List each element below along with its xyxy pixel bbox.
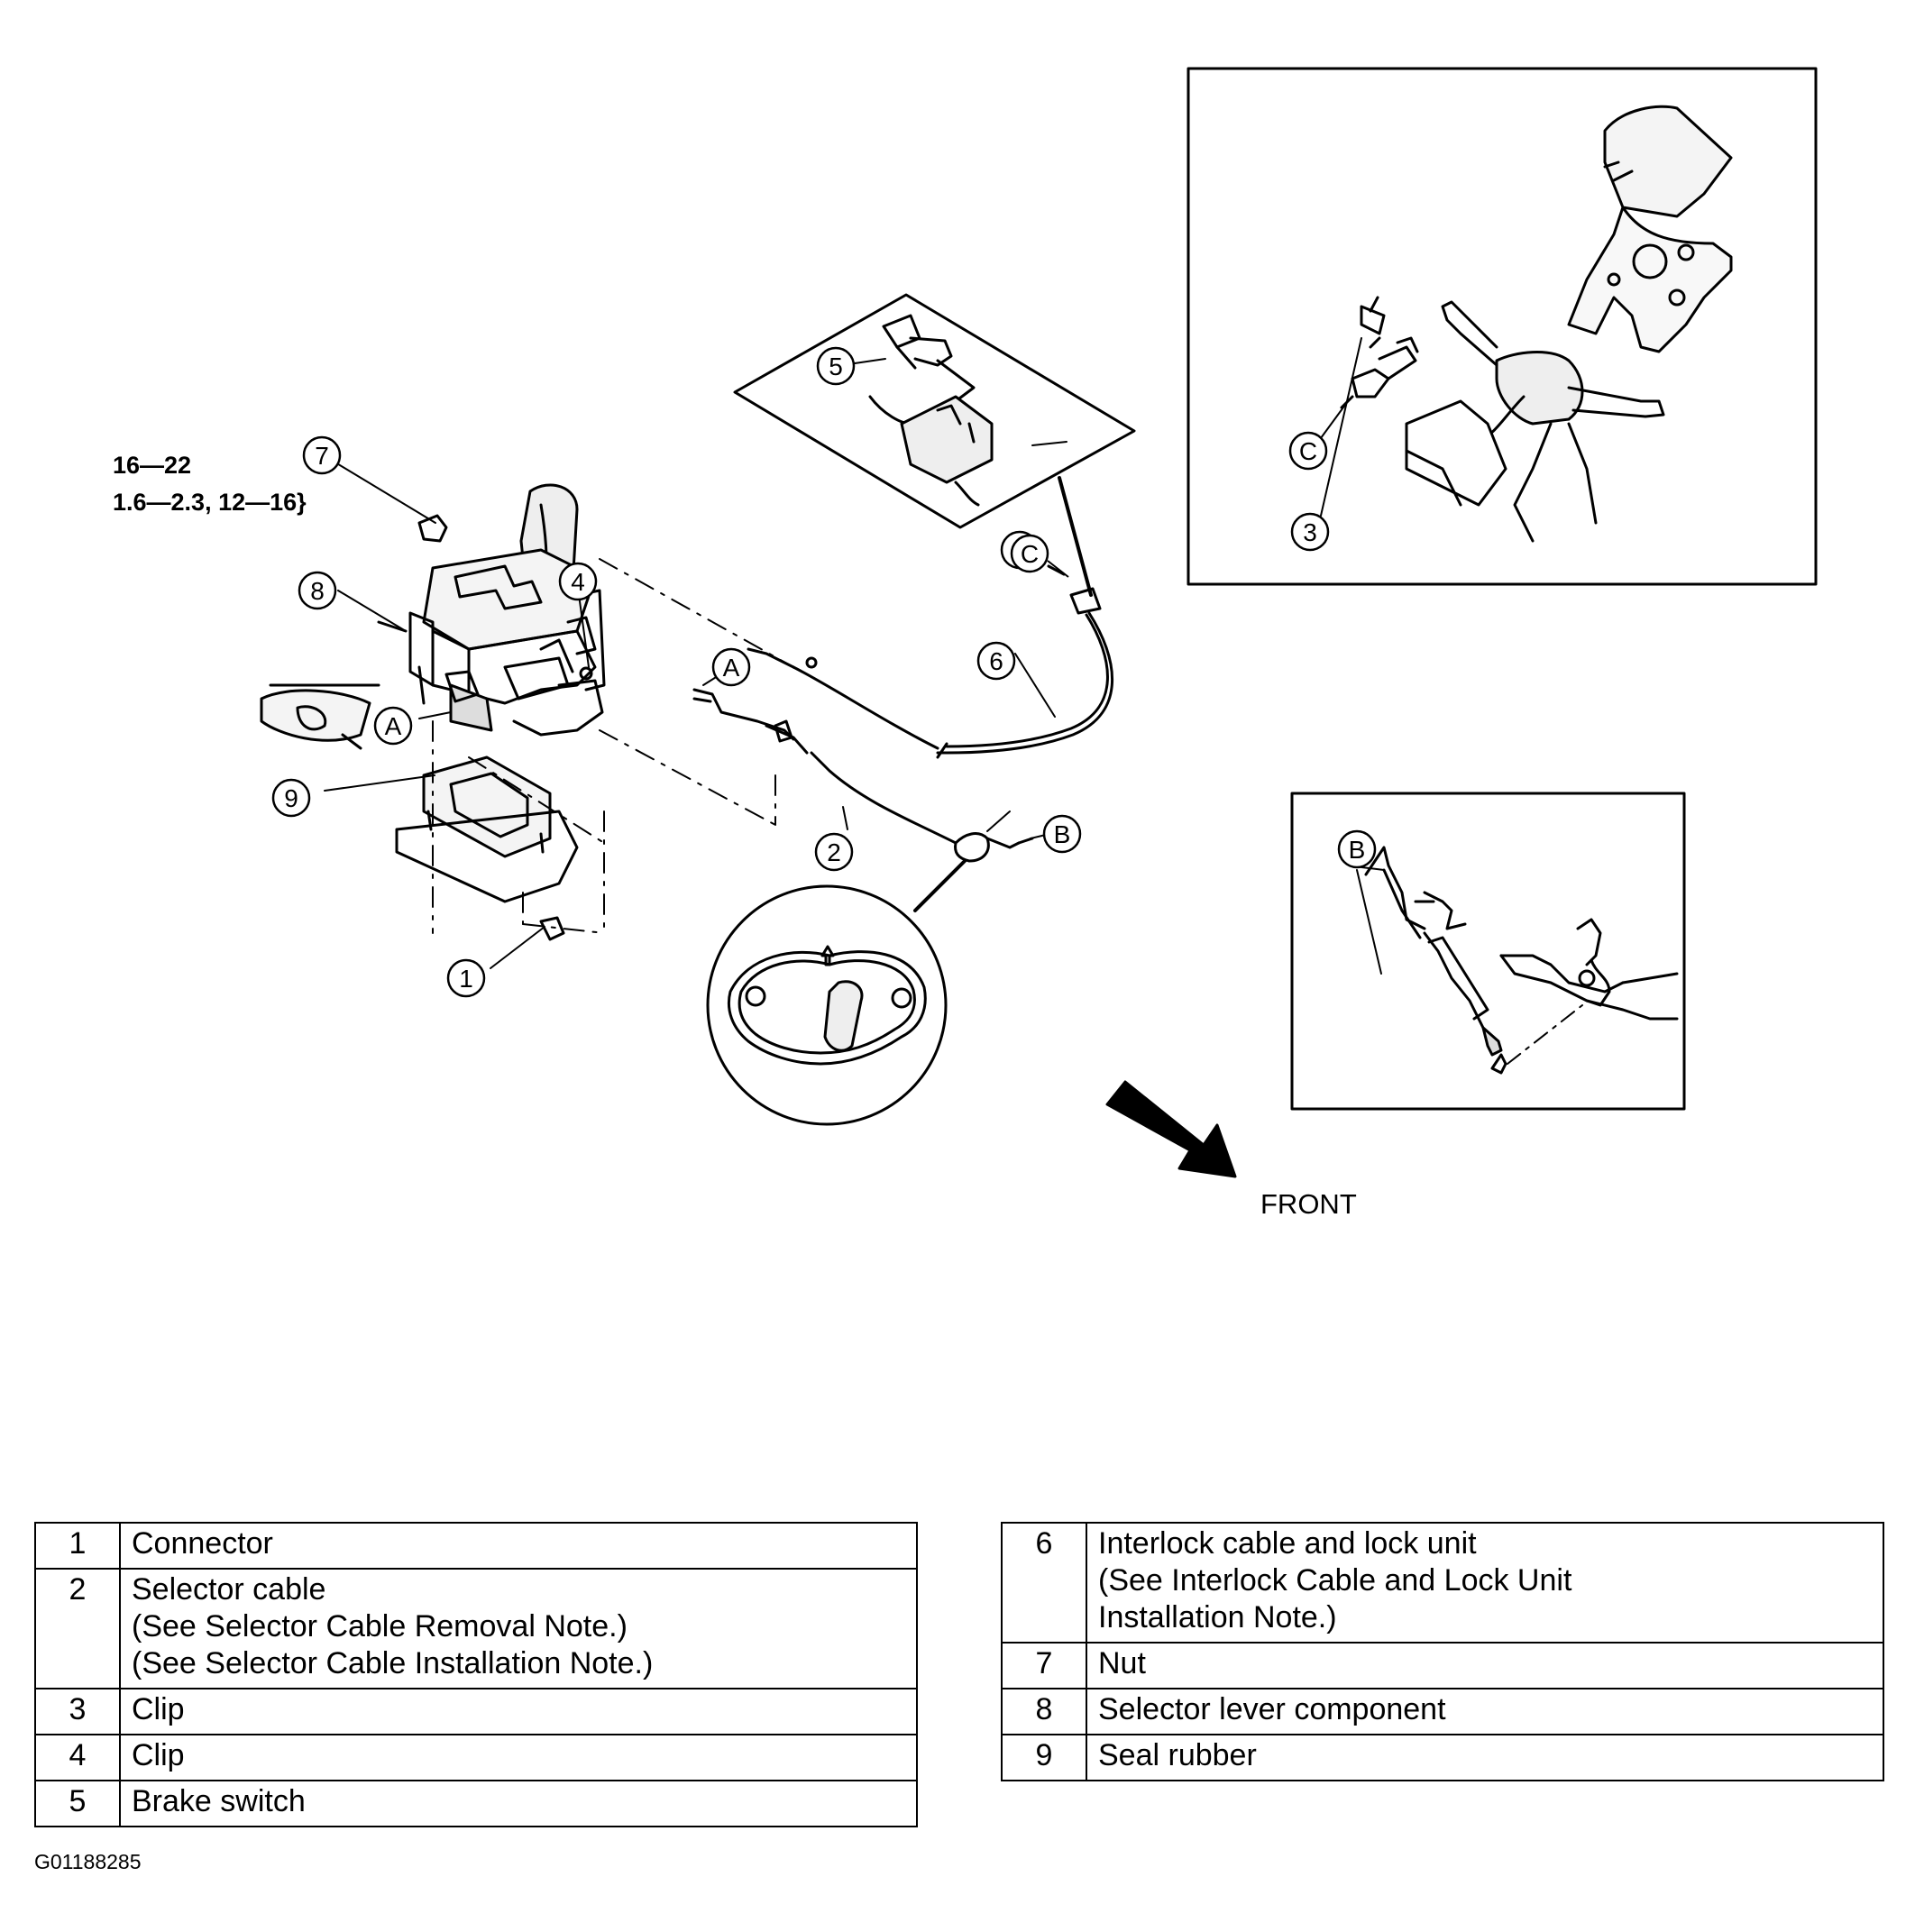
callout-1: 1	[459, 965, 473, 993]
figure-id: G01188285	[34, 1850, 142, 1873]
part-description: Clip	[119, 1734, 918, 1781]
table-row: 5 Brake switch	[34, 1780, 918, 1827]
connector	[539, 916, 565, 941]
callout-2: 2	[827, 838, 841, 866]
selector-lever-assembly	[260, 483, 606, 750]
callout-7: 7	[315, 442, 329, 470]
part-number: 3	[34, 1688, 121, 1735]
callout-8: 8	[310, 577, 325, 605]
torque-note-line2: 1.6—2.3, 12—16}	[113, 489, 307, 516]
table-row: 9 Seal rubber	[1001, 1734, 1884, 1781]
parts-table-right: 6 Interlock cable and lock unit (See Int…	[1001, 1522, 1884, 1781]
part-number: 9	[1001, 1734, 1087, 1781]
callout-a-lever: A	[385, 712, 402, 740]
table-row: 2 Selector cable (See Selector Cable Rem…	[34, 1568, 918, 1689]
part-number: 1	[34, 1522, 121, 1570]
seal-rubber	[395, 755, 579, 903]
callout-b-inset: B	[1349, 836, 1366, 864]
table-row: 1 Connector	[34, 1522, 918, 1570]
callout-3: 3	[1303, 518, 1317, 546]
table-row: 8 Selector lever component	[1001, 1688, 1884, 1735]
brake-switch-detail	[733, 293, 1136, 529]
part-description: Clip	[119, 1688, 918, 1735]
part-description: Selector lever component	[1086, 1688, 1884, 1735]
table-row: 4 Clip	[34, 1734, 918, 1781]
part-description: Connector	[119, 1522, 918, 1570]
callout-5: 5	[829, 353, 843, 380]
callout-4: 4	[571, 568, 585, 596]
torque-note-line1: 16—22	[113, 452, 191, 479]
part-description: Interlock cable and lock unit (See Inter…	[1086, 1522, 1884, 1644]
part-description: Nut	[1086, 1642, 1884, 1689]
part-description: Seal rubber	[1086, 1734, 1884, 1781]
callout-b-cable: B	[1054, 820, 1071, 848]
part-description: Selector cable (See Selector Cable Remov…	[119, 1568, 918, 1689]
interlock-cable	[747, 476, 1113, 759]
cable-end-inset	[1290, 792, 1686, 1111]
callout-9: 9	[284, 784, 298, 812]
front-arrow-icon	[1105, 1080, 1237, 1178]
part-number: 4	[34, 1734, 121, 1781]
callout-6: 6	[989, 647, 1003, 675]
part-number: 2	[34, 1568, 121, 1689]
table-row: 7 Nut	[1001, 1642, 1884, 1689]
selector-cable	[692, 688, 1034, 912]
part-number: 7	[1001, 1642, 1087, 1689]
table-row: 6 Interlock cable and lock unit (See Int…	[1001, 1522, 1884, 1644]
table-row: 3 Clip	[34, 1688, 918, 1735]
part-description: Brake switch	[119, 1780, 918, 1827]
callout-c-cable: C	[1021, 540, 1039, 568]
front-label: FRONT	[1260, 1188, 1357, 1220]
parts-table-left: 1 Connector 2 Selector cable (See Select…	[34, 1522, 918, 1827]
callout-c-inset: C	[1299, 437, 1317, 465]
part-number: 6	[1001, 1522, 1087, 1644]
part-number: 5	[34, 1780, 121, 1827]
callout-a-cable: A	[723, 654, 740, 682]
seal-plate-detail	[706, 884, 948, 1126]
part-number: 8	[1001, 1688, 1087, 1735]
clip-inset	[1187, 67, 1818, 586]
